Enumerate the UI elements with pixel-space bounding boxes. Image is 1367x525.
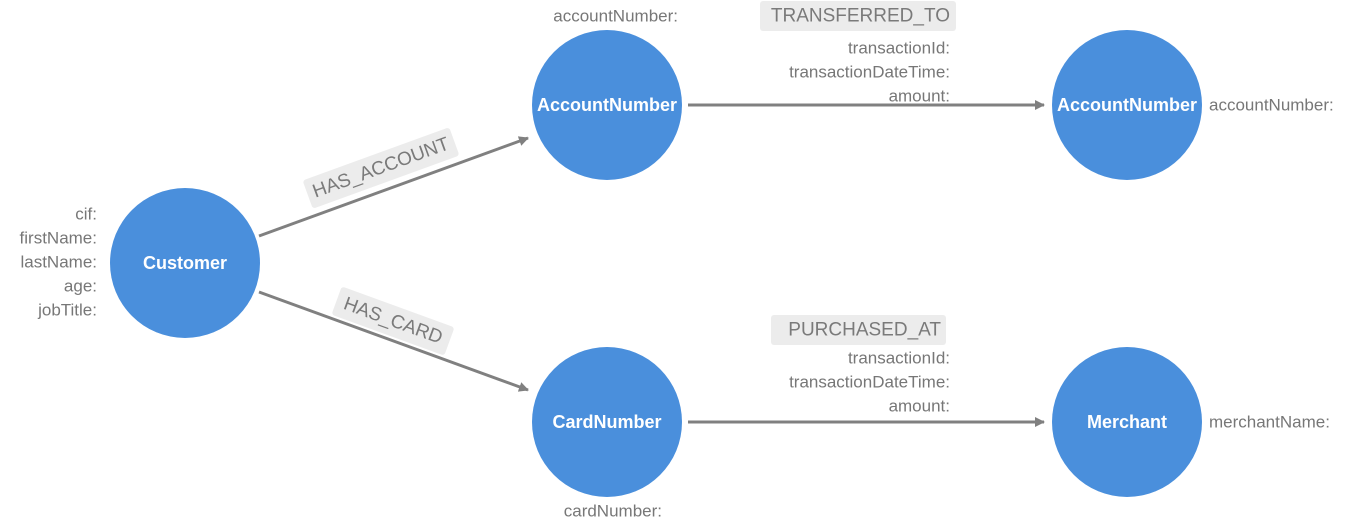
- edge-prop-transaction-date-time: transactionDateTime:: [789, 373, 950, 392]
- edge-prop-transaction-id: transactionId:: [848, 39, 950, 58]
- node-card-number-label: CardNumber: [552, 412, 661, 432]
- edge-purchased-at[interactable]: PURCHASED_AT transactionId: transactionD…: [688, 315, 1045, 427]
- node-prop-account-number: accountNumber:: [553, 7, 678, 26]
- node-card-number[interactable]: CardNumber: [532, 347, 682, 497]
- edge-transferred-to[interactable]: TRANSFERRED_TO transactionId: transactio…: [688, 1, 1045, 110]
- node-prop-card-number: cardNumber:: [564, 502, 662, 521]
- edge-label-has-account: HAS_ACCOUNT: [303, 128, 459, 208]
- node-prop-last-name: lastName:: [20, 253, 97, 272]
- node-prop-merchant-name: merchantName:: [1209, 413, 1330, 432]
- node-account-number-target-label: AccountNumber: [1057, 95, 1197, 115]
- node-account-number-target[interactable]: AccountNumber: [1052, 30, 1202, 180]
- node-prop-age: age:: [64, 277, 97, 296]
- node-account-number-source-label: AccountNumber: [537, 95, 677, 115]
- node-prop-account-number: accountNumber:: [1209, 96, 1334, 115]
- node-customer-label: Customer: [143, 253, 227, 273]
- node-merchant[interactable]: Merchant: [1052, 347, 1202, 497]
- edge-label-transferred-to: [760, 1, 956, 31]
- node-account-number-source[interactable]: AccountNumber: [532, 30, 682, 180]
- edge-label-purchased-at: [771, 315, 946, 345]
- node-customer[interactable]: Customer: [110, 188, 260, 338]
- edge-type-transferred-to: TRANSFERRED_TO: [771, 6, 950, 27]
- edge-has-account[interactable]: HAS_ACCOUNT: [258, 127, 529, 238]
- edge-label-has-card: HAS_CARD: [332, 287, 454, 355]
- node-prop-first-name: firstName:: [20, 229, 97, 248]
- node-prop-job-title: jobTitle:: [37, 301, 97, 320]
- edge-prop-transaction-id: transactionId:: [848, 349, 950, 368]
- node-merchant-label: Merchant: [1087, 412, 1167, 432]
- edge-prop-transaction-date-time: transactionDateTime:: [789, 63, 950, 82]
- edge-type-purchased-at: PURCHASED_AT: [788, 320, 941, 341]
- edge-has-card[interactable]: HAS_CARD: [258, 286, 529, 392]
- edge-prop-amount: amount:: [889, 87, 950, 106]
- edge-prop-amount: amount:: [889, 397, 950, 416]
- node-prop-cif: cif:: [75, 205, 97, 224]
